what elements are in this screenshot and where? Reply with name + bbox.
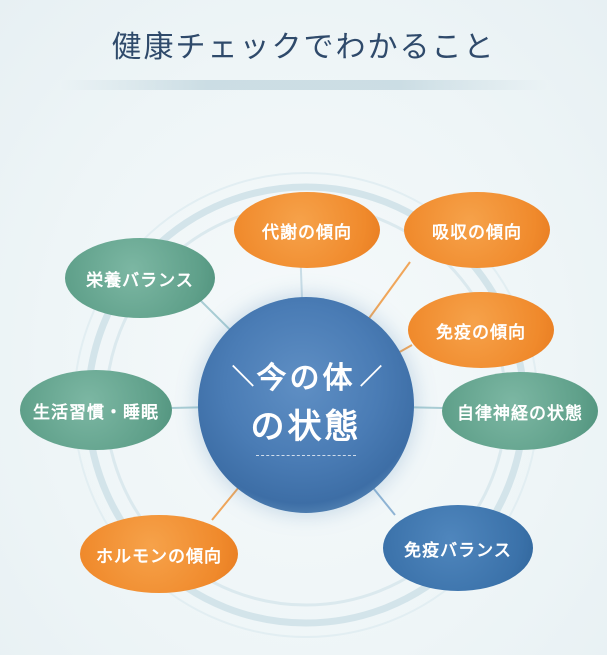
node-autonomic-nerve: 自律神経の状態 xyxy=(442,372,598,450)
node-label: 自律神経の状態 xyxy=(457,403,583,424)
center-circle: ＼ ／ 今の体 の状態 xyxy=(198,297,414,513)
node-metabolism: 代謝の傾向 xyxy=(234,192,380,268)
title-underline xyxy=(60,80,547,90)
node-nutrition-balance: 栄養バランス xyxy=(65,238,215,318)
center-title-line1: 今の体 xyxy=(256,361,356,396)
node-label: 栄養バランス xyxy=(86,270,194,291)
page-title: 健康チェックでわかること xyxy=(111,30,496,65)
node-absorption: 吸収の傾向 xyxy=(404,192,550,268)
sparkle-left-icon: ＼ xyxy=(232,365,255,390)
node-hormone: ホルモンの傾向 xyxy=(80,515,238,593)
node-label: 免疫バランス xyxy=(404,540,512,561)
node-label: 生活習慣・睡眠 xyxy=(33,402,159,423)
node-label: 吸収の傾向 xyxy=(432,222,522,243)
node-label: ホルモンの傾向 xyxy=(96,546,222,567)
node-label: 免疫の傾向 xyxy=(436,322,526,343)
center-title-line2: の状態 xyxy=(250,407,362,447)
sparkle-right-icon: ／ xyxy=(360,365,383,390)
node-lifestyle-sleep: 生活習慣・睡眠 xyxy=(20,370,172,450)
node-label: 代謝の傾向 xyxy=(262,222,352,243)
node-immune-balance: 免疫バランス xyxy=(383,505,533,591)
center-divider xyxy=(256,455,356,456)
node-immunity-tendency: 免疫の傾向 xyxy=(408,292,554,368)
